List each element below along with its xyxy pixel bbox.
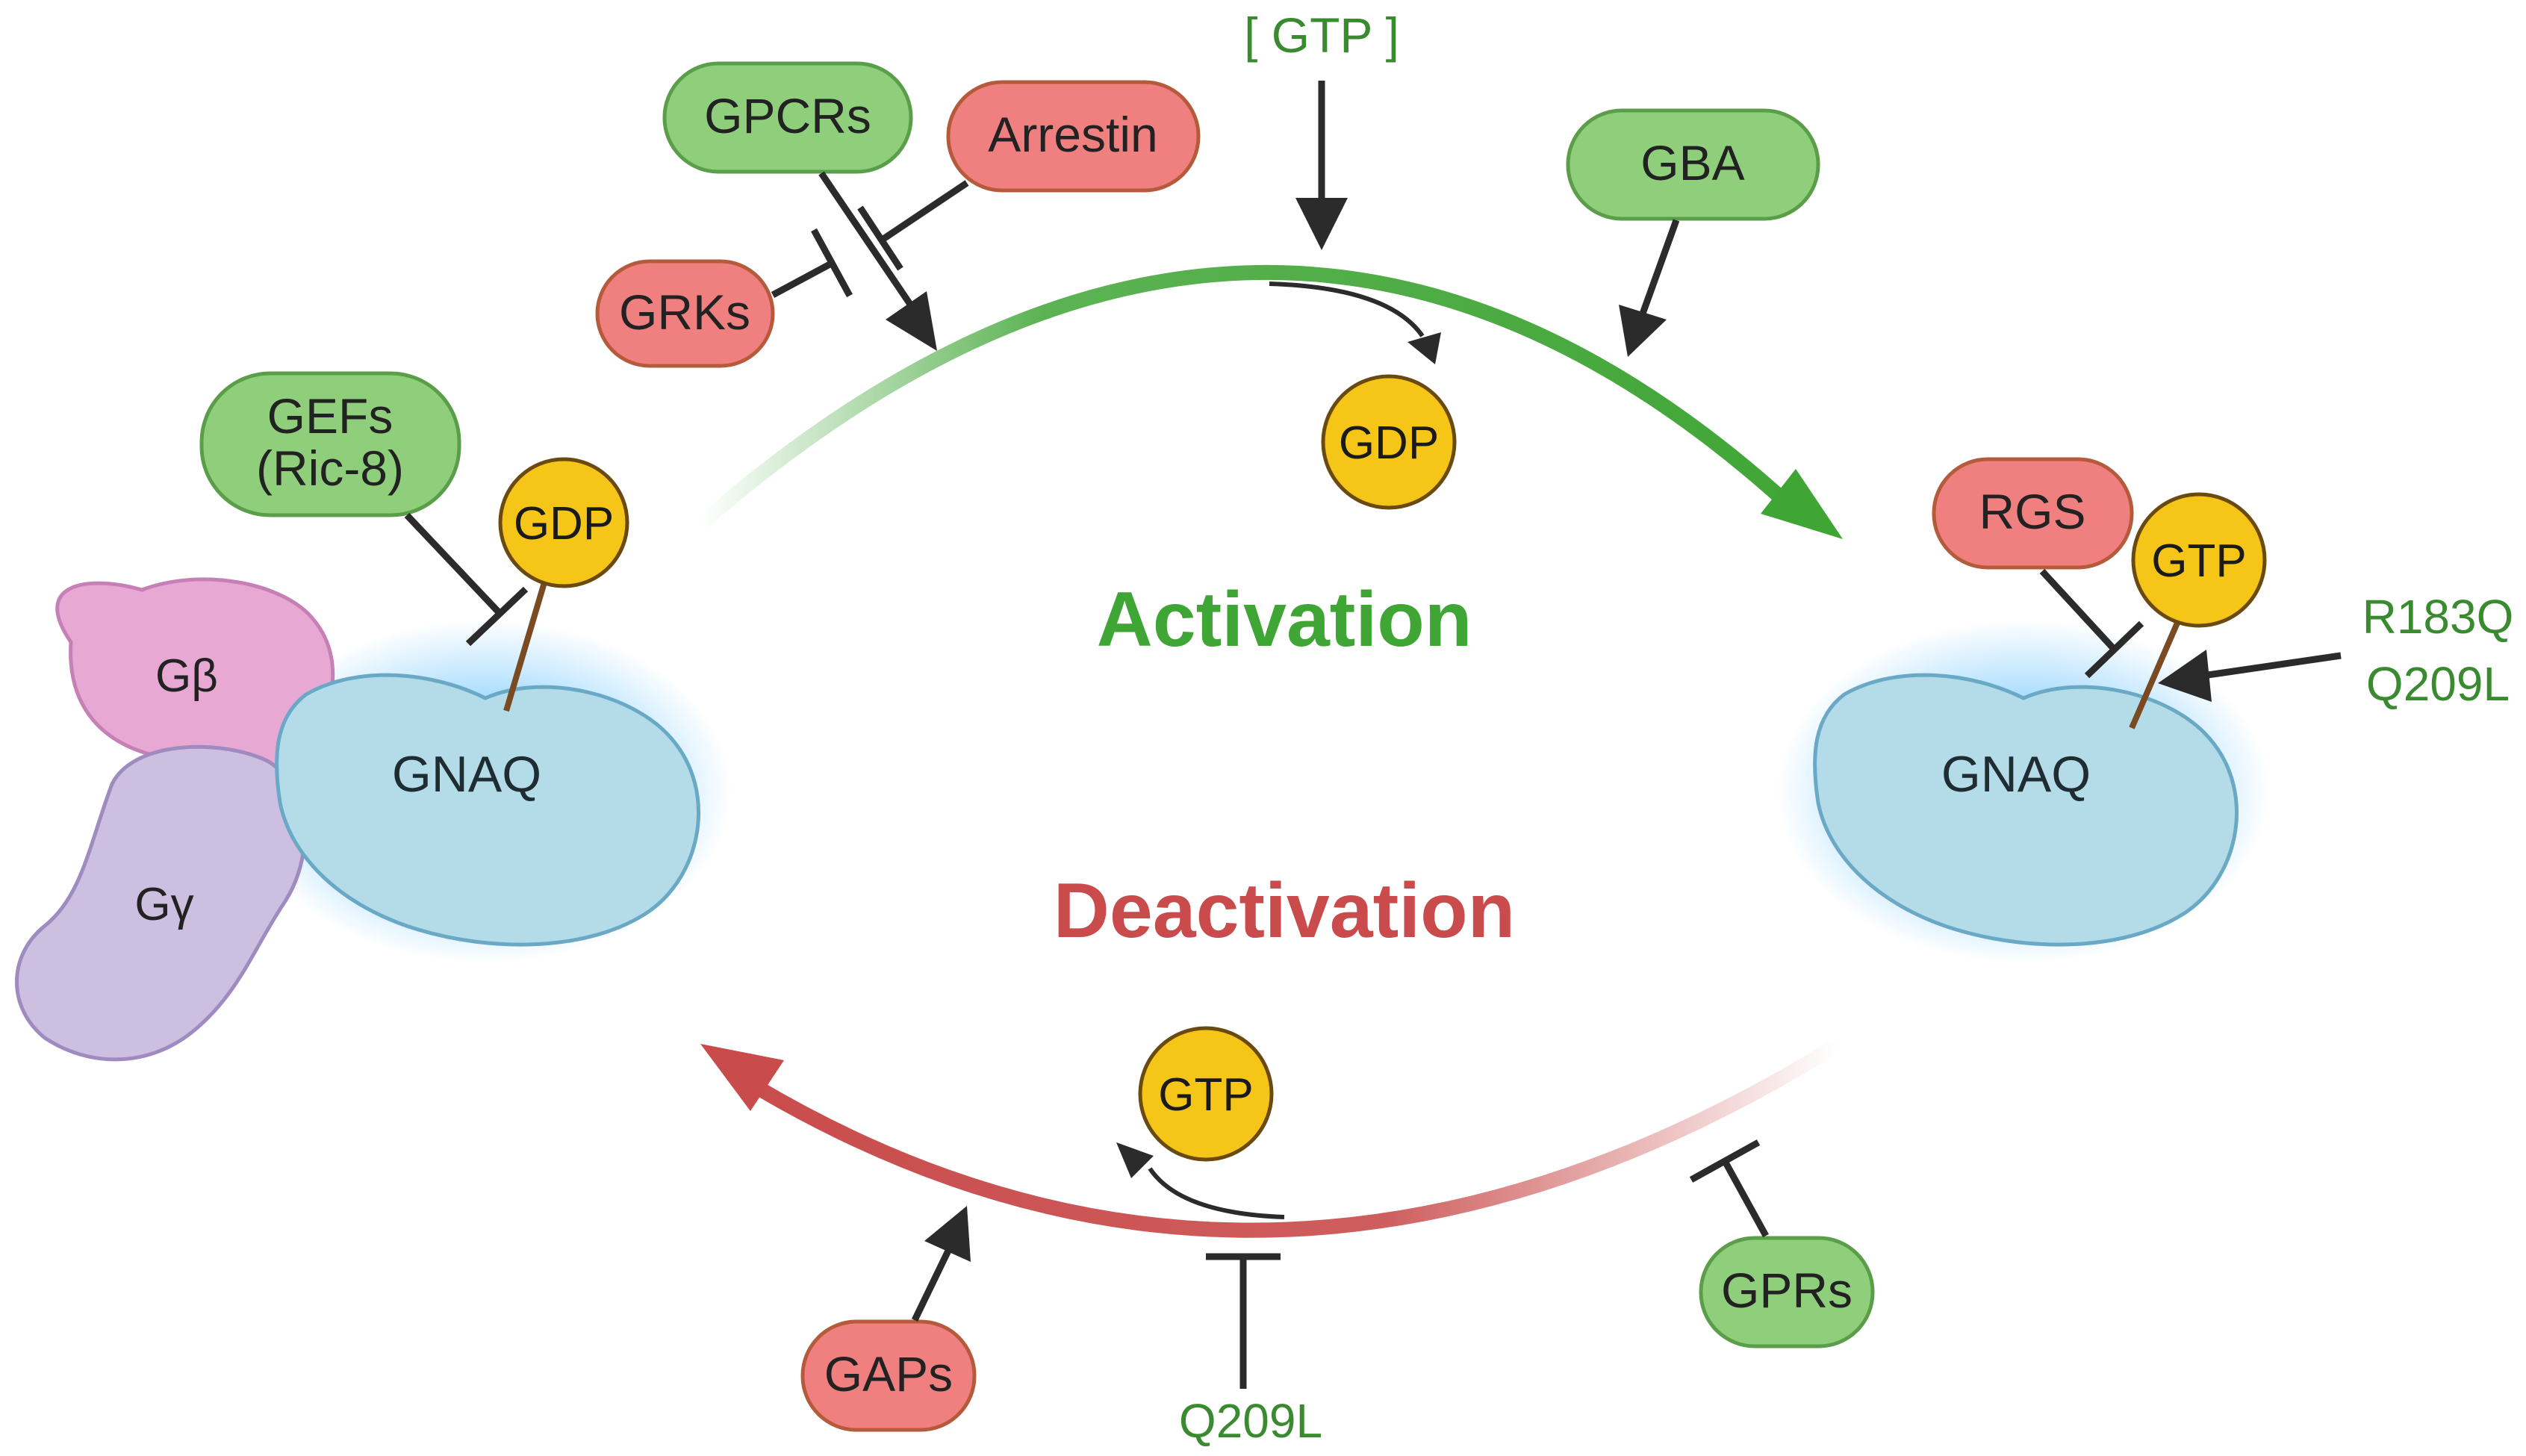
right-gnaq: GNAQ [1813, 673, 2239, 947]
gefs-label-line2: (Ric-8) [256, 441, 404, 496]
gdp-released-label: GDP [1339, 417, 1439, 469]
grks-label: GRKs [619, 284, 750, 340]
mutation-activation-arrow [2158, 650, 2342, 702]
deactivation-title: Deactivation [1054, 868, 1515, 954]
left-gnaq: GNAQ [275, 673, 700, 947]
gba-node: GBA [1566, 108, 1820, 221]
arrestin-inhibition-line [857, 180, 969, 271]
left-gdp-tether [503, 566, 552, 712]
mutation-r183q-label: R183Q [2362, 590, 2514, 644]
rgs-inhibition-line [2039, 568, 2144, 679]
q209l-bottom-label: Q209L [1179, 1394, 1322, 1448]
deactivation-arc [700, 1038, 1844, 1238]
activation-title: Activation [1097, 576, 1472, 663]
gbeta-label: Gβ [155, 650, 218, 702]
rgs-label: RGS [1979, 484, 2085, 539]
gaps-label: GAPs [824, 1346, 953, 1401]
gpcrs-label: GPCRs [704, 88, 871, 143]
gdp-release-arrow [1269, 281, 1441, 364]
gdp-released-circle [1321, 374, 1457, 510]
right-protein-complex: GNAQ GTP [1777, 492, 2270, 963]
right-gnaq-label: GNAQ [1941, 746, 2091, 803]
activation-arc [694, 264, 1843, 539]
grks-inhibition-line [771, 228, 853, 298]
ggamma-label: Gγ [134, 879, 193, 930]
gpcrs-activation-arrow [818, 171, 937, 351]
gefs-inhibition-line [404, 512, 529, 647]
grks-node: GRKs [595, 259, 775, 368]
gba-label: GBA [1640, 135, 1744, 190]
gefs-label-line1: GEFs [267, 388, 393, 444]
gbeta-subunit: Gβ [55, 577, 335, 780]
left-gdp-circle [498, 457, 629, 588]
left-gdp-label: GDP [514, 498, 614, 550]
gprs-label: GPRs [1721, 1263, 1852, 1318]
left-gnaq-label: GNAQ [392, 746, 541, 803]
gaps-activation-arrow [911, 1206, 971, 1322]
gprs-node: GPRs [1699, 1236, 1875, 1348]
right-gtp-circle [2131, 492, 2267, 628]
gba-activation-arrow [1619, 219, 1680, 357]
gaps-node: GAPs [800, 1319, 977, 1432]
left-gdp-bound: GDP [498, 457, 629, 588]
gtp-hydrolysis-arrow [1116, 1142, 1285, 1219]
right-gtp-bound: GTP [2131, 492, 2267, 628]
gtp-input-arrow [1295, 81, 1348, 250]
gtp-released-circle [1138, 1026, 1274, 1162]
gprs-inhibition-line [1689, 1139, 1769, 1238]
gtp-released: GTP [1138, 1026, 1274, 1162]
rgs-node: RGS [1932, 457, 2134, 570]
gtp-input-label: [ GTP ] [1244, 7, 1399, 63]
gtp-released-label: GTP [1158, 1069, 1253, 1121]
mutation-q209l-right-label: Q209L [2366, 657, 2510, 711]
gpcrs-node: GPCRs [662, 61, 913, 174]
gdp-released: GDP [1321, 374, 1457, 510]
right-gtp-tether [2129, 615, 2183, 729]
arrestin-label: Arrestin [988, 107, 1157, 162]
left-protein-complex: Gβ Gγ GNAQ GDP [15, 457, 732, 1062]
q209l-inhibition-line [1206, 1253, 1281, 1389]
gefs-node: GEFs (Ric-8) [199, 371, 461, 517]
ggamma-subunit: Gγ [15, 744, 307, 1062]
right-gtp-label: GTP [2151, 535, 2246, 587]
activation-arrowhead [1761, 469, 1843, 539]
deactivation-arrowhead [700, 1044, 784, 1111]
arrestin-node: Arrestin [946, 80, 1201, 193]
